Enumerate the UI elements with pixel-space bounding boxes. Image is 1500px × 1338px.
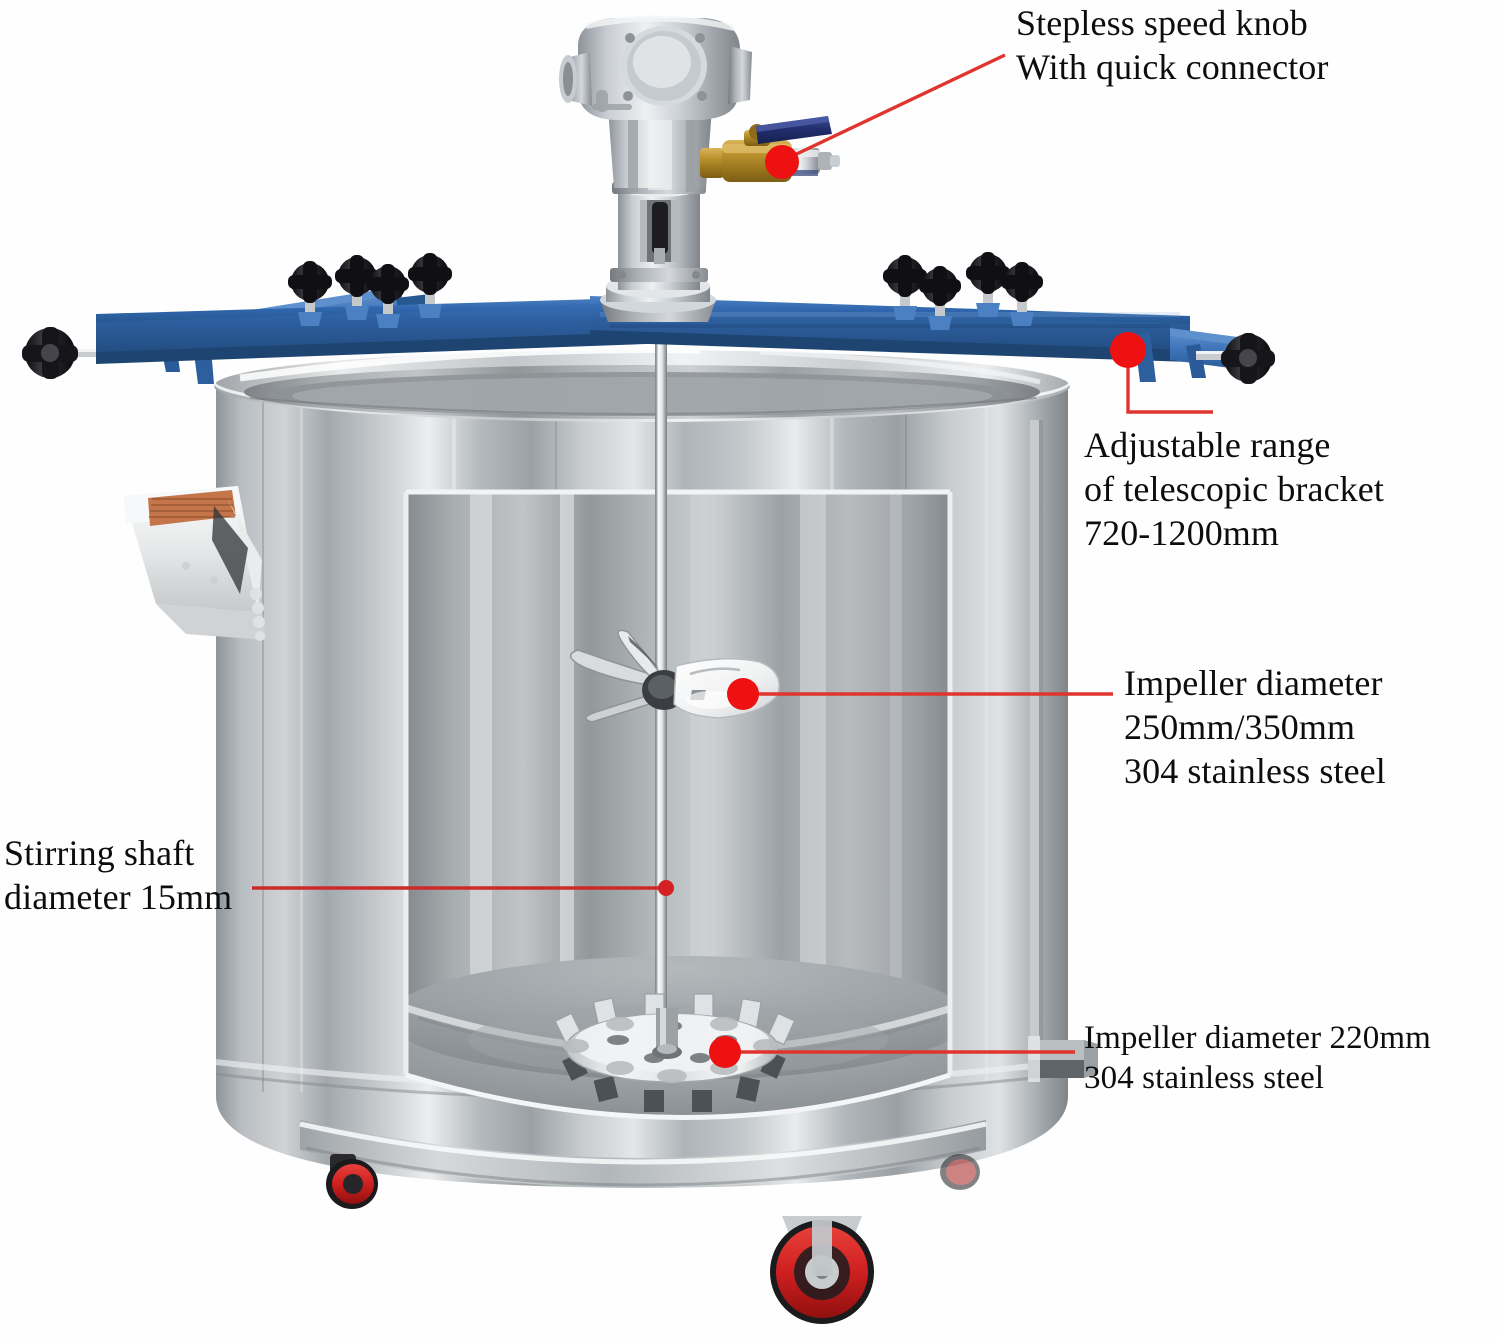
cutaway-edge xyxy=(403,489,953,1120)
tank-base xyxy=(299,1120,987,1188)
caster-right xyxy=(940,1154,980,1190)
annotation-impeller-lower: Impeller diameter 220mm 304 stainless st… xyxy=(1084,1020,1431,1097)
marker-impeller-upper xyxy=(727,678,759,710)
marker-impeller-lower xyxy=(709,1036,741,1068)
bracket-clamp-knobs-left[interactable] xyxy=(288,253,452,328)
caster-left xyxy=(326,1154,378,1209)
marker-stirring-shaft xyxy=(658,880,674,896)
bracket-clamp-knobs-right[interactable] xyxy=(883,252,1043,330)
annotation-telescopic-bracket: Adjustable range of telescopic bracket 7… xyxy=(1084,425,1384,553)
side-handle xyxy=(124,486,266,641)
annotation-leaders xyxy=(252,53,1213,1068)
annotation-stepless-speed-knob: Stepless speed knob With quick connector xyxy=(1016,3,1329,87)
valve-lever-handle[interactable] xyxy=(756,116,832,144)
telescopic-bracket xyxy=(22,252,1275,384)
caster-front xyxy=(770,1216,874,1324)
annotation-impeller-upper: Impeller diameter 250mm/350mm 304 stainl… xyxy=(1124,663,1386,791)
annotation-stirring-shaft: Stirring shaft diameter 15mm xyxy=(4,833,233,917)
bracket-knob-right-end[interactable] xyxy=(1196,333,1275,384)
pneumatic-motor-assembly xyxy=(559,15,840,322)
marker-telescopic-bracket xyxy=(1110,332,1146,368)
marker-stepless-speed-knob xyxy=(765,145,799,179)
